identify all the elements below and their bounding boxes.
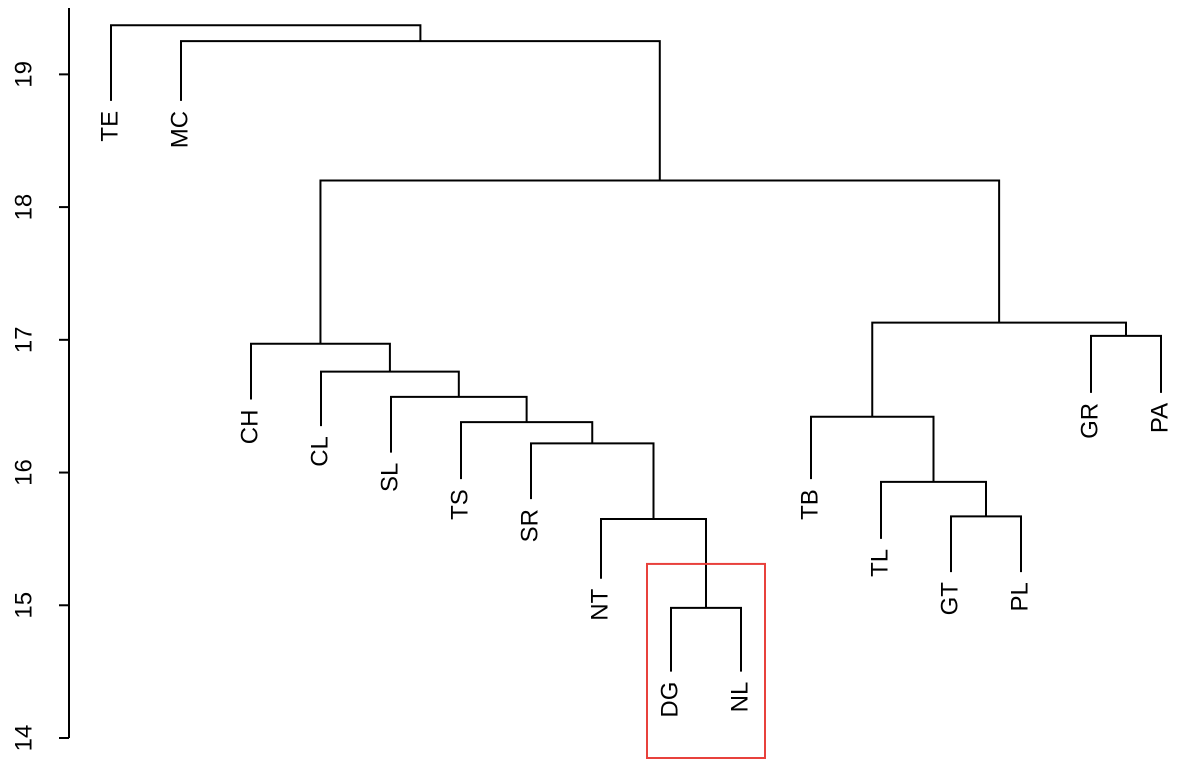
y-tick-label: 17 (10, 326, 37, 353)
branch-m_root (110, 24, 422, 101)
branch-m_cl (320, 370, 460, 427)
leaf-label-NL: NL (726, 682, 753, 713)
leaf-label-GR: GR (1076, 403, 1103, 439)
branch-m_tl (880, 480, 987, 539)
leaf-label-MC: MC (166, 111, 193, 148)
leaf-label-TB: TB (796, 489, 823, 520)
highlight-box-group (646, 562, 766, 759)
branch-m_gt_pl (950, 515, 1022, 573)
leaf-label-NT: NT (586, 588, 613, 620)
branch-m_dg_nl (670, 606, 742, 672)
y-tick-label: 14 (10, 725, 37, 752)
branch-m_gr_pa (1090, 334, 1162, 393)
leaf-label-SR: SR (516, 509, 543, 542)
leaf-label-TS: TS (446, 489, 473, 520)
y-tick-label: 19 (10, 61, 37, 88)
leaf-label-PL: PL (1006, 582, 1033, 611)
y-tick-label: 16 (10, 459, 37, 486)
branch-m_tb (810, 415, 935, 482)
leaf-label-CH: CH (236, 410, 263, 445)
branch-m_mid (319, 179, 1001, 344)
leaf-label-CL: CL (306, 436, 333, 467)
dendrogram-branches (110, 24, 1162, 672)
branch-m_sl (390, 395, 528, 453)
leaf-label-TL: TL (866, 549, 893, 577)
leaf-label-SL: SL (376, 463, 403, 492)
leaf-label-TE: TE (96, 111, 123, 142)
y-axis: 14 15 16 17 18 19 (10, 8, 70, 752)
leaf-label-GT: GT (936, 582, 963, 616)
y-tick-label: 18 (10, 194, 37, 221)
branch-m_ts (460, 421, 594, 480)
leaf-labels: TE MC CH CL SL TS SR NT DG NL TB TL GT PL GR PA (96, 111, 1173, 718)
leaf-label-DG: DG (656, 682, 683, 718)
branch-m_right (871, 321, 1127, 417)
leaf-label-PA: PA (1146, 403, 1173, 433)
branch-m_mc (180, 40, 661, 181)
branch-m_sr (530, 442, 655, 519)
highlight-box (646, 562, 766, 759)
y-tick-label: 15 (10, 592, 37, 619)
